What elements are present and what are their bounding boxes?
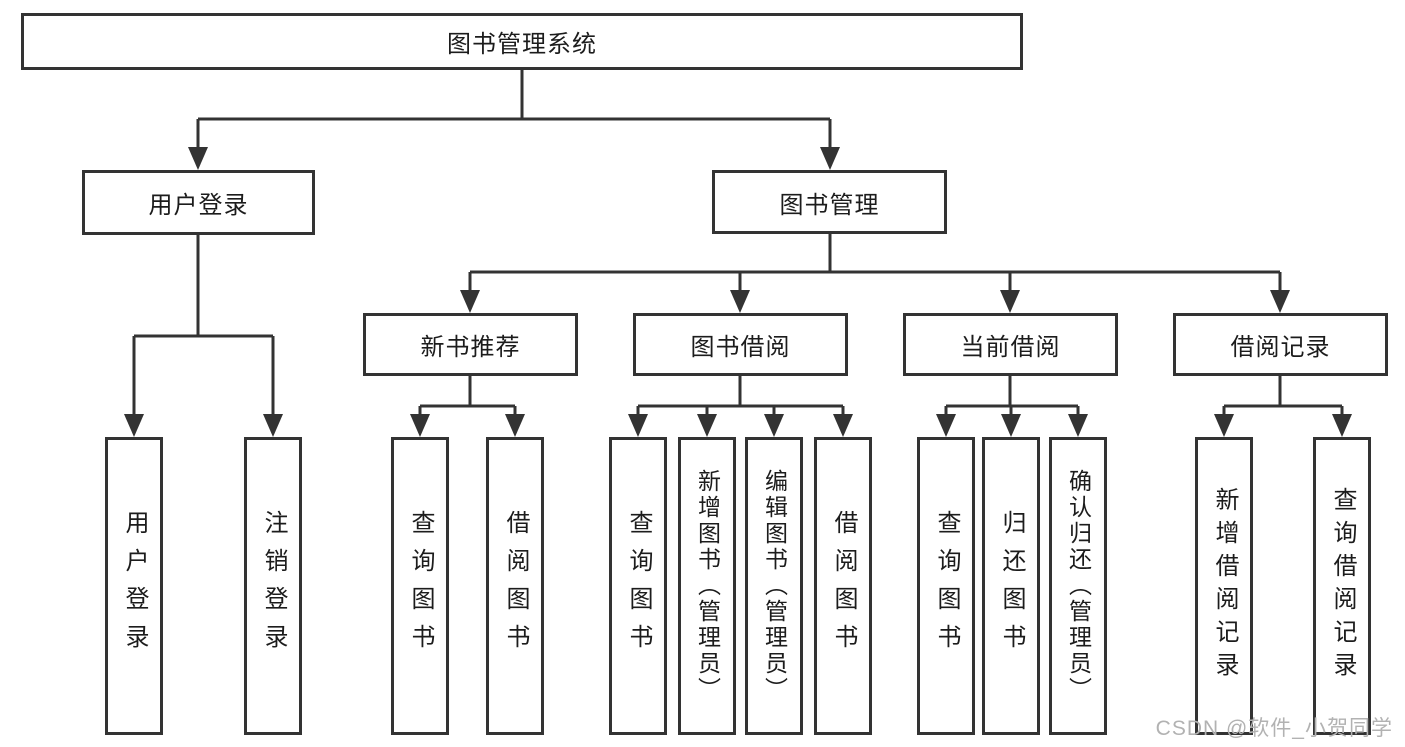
node-library-management-system: 图书管理系统 xyxy=(21,13,1023,70)
node-label: 查询借阅记录 xyxy=(1329,487,1356,685)
connector-new-book-recommend-to-leaves xyxy=(418,376,517,417)
node-label: 新增借阅记录 xyxy=(1211,487,1238,685)
node-label: 图书管理 xyxy=(779,191,880,219)
leaf-edit-books-admin: 编辑图书（管理员） xyxy=(745,437,803,735)
node-label: 图书管理系统 xyxy=(447,31,597,58)
node-label: 新增图书（管理员） xyxy=(694,469,721,703)
node-book-management-branch: 图书管理 xyxy=(712,170,947,234)
node-label: 借阅图书 xyxy=(830,510,857,662)
node-label: 借阅记录 xyxy=(1230,334,1331,361)
node-label: 查询图书 xyxy=(625,510,652,662)
connector-user-login-to-leaves xyxy=(132,235,275,417)
leaf-query-books-current: 查询图书 xyxy=(917,437,975,735)
node-label: 当前借阅 xyxy=(960,334,1061,361)
node-borrow-records: 借阅记录 xyxy=(1173,313,1388,376)
arrow-down-icons xyxy=(124,147,1352,437)
leaf-borrow-books: 借阅图书 xyxy=(814,437,872,735)
node-label: 查询图书 xyxy=(933,510,960,662)
leaf-add-books-admin: 新增图书（管理员） xyxy=(678,437,736,735)
connector-current-borrow-to-leaves xyxy=(944,376,1080,417)
csdn-watermark: CSDN @软件_小贺同学 xyxy=(1155,717,1393,740)
node-label: 归还图书 xyxy=(998,510,1025,662)
node-label: 注销登录 xyxy=(260,510,287,662)
leaf-user-login: 用户登录 xyxy=(105,437,163,735)
connector-book-management-to-level3 xyxy=(468,234,1282,294)
leaf-confirm-return-admin: 确认归还（管理员） xyxy=(1049,437,1107,735)
leaf-borrow-books-recommend: 借阅图书 xyxy=(486,437,544,735)
leaf-query-borrow-record: 查询借阅记录 xyxy=(1313,437,1371,735)
leaf-add-borrow-record: 新增借阅记录 xyxy=(1195,437,1253,735)
node-current-borrow: 当前借阅 xyxy=(903,313,1118,376)
leaf-query-books-recommend: 查询图书 xyxy=(391,437,449,735)
node-label: 编辑图书（管理员） xyxy=(761,469,788,703)
node-label: 查询图书 xyxy=(407,510,434,662)
node-label: 图书借阅 xyxy=(690,334,791,361)
connector-book-borrow-to-leaves xyxy=(636,376,845,417)
node-user-login-branch: 用户登录 xyxy=(82,170,315,235)
connector-root-to-level2 xyxy=(196,69,832,150)
node-label: 用户登录 xyxy=(121,510,148,662)
node-new-book-recommend: 新书推荐 xyxy=(363,313,578,376)
connector-borrow-records-to-leaves xyxy=(1222,376,1344,417)
node-label: 借阅图书 xyxy=(502,510,529,662)
leaf-logout: 注销登录 xyxy=(244,437,302,735)
node-label: 确认归还（管理员） xyxy=(1065,469,1092,703)
node-book-borrow: 图书借阅 xyxy=(633,313,848,376)
node-label: 新书推荐 xyxy=(420,334,521,361)
leaf-query-books-borrow: 查询图书 xyxy=(609,437,667,735)
node-label: 用户登录 xyxy=(148,192,249,219)
leaf-return-books: 归还图书 xyxy=(982,437,1040,735)
